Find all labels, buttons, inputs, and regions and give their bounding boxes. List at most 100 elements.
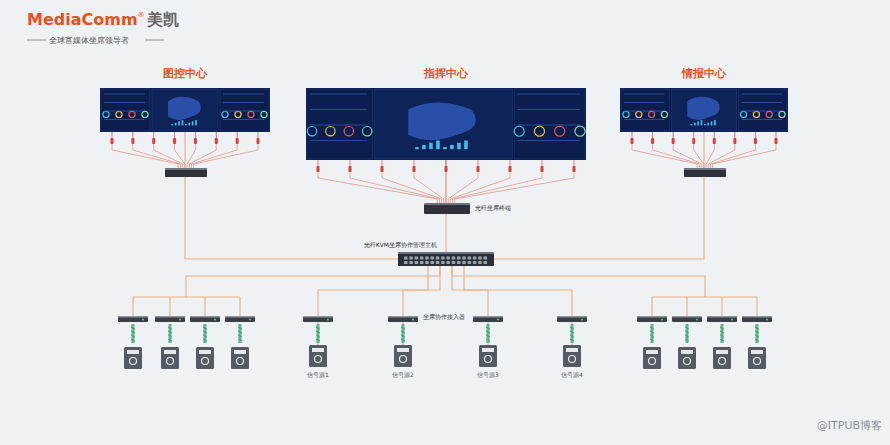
screen-panel [374, 89, 512, 159]
led [696, 319, 698, 321]
gauge [623, 111, 629, 117]
cable-twist [168, 339, 172, 341]
cable-twist [755, 339, 759, 341]
computer [643, 347, 661, 369]
computer-panel [646, 350, 658, 354]
screen-line [517, 94, 580, 95]
screen-art [620, 88, 788, 132]
screen-line [223, 94, 264, 95]
computer [231, 347, 249, 369]
green-cable [317, 324, 320, 343]
cable-twist [238, 331, 242, 333]
fiber-line [194, 144, 258, 168]
signal-source: 信号源4 [550, 345, 594, 380]
cable-twist [401, 331, 405, 333]
cable [153, 132, 154, 138]
access-device [557, 316, 587, 322]
signal-source: 信号源2 [381, 345, 425, 380]
screen-panel [514, 89, 585, 159]
screen-line [742, 119, 782, 120]
screen-panel [152, 89, 218, 131]
red-connector [131, 138, 134, 144]
screen-panel [739, 89, 787, 131]
access-device [155, 316, 185, 322]
fiber-line [708, 144, 735, 168]
computer-panel [234, 350, 246, 354]
green-cable [571, 324, 574, 343]
fiber-line [632, 144, 697, 168]
cable [174, 132, 175, 138]
red-connector [631, 138, 634, 144]
fiber-line [350, 172, 439, 203]
red-connector [445, 166, 448, 172]
screen-line [624, 119, 664, 120]
red-connector [573, 166, 576, 172]
port [425, 257, 429, 260]
bar [182, 120, 184, 125]
cable [755, 132, 756, 138]
fiber-line [133, 144, 181, 168]
computer [161, 347, 179, 369]
fiber-line [673, 144, 702, 168]
cable [112, 132, 113, 138]
port [468, 261, 472, 264]
computer-button [315, 356, 322, 363]
device-label: 光纤KVM坐席协作管理主机 [363, 241, 438, 250]
red-connector [672, 138, 675, 144]
red-connector [733, 138, 736, 144]
bar [171, 124, 173, 125]
screen-line [624, 94, 664, 95]
computer-button [400, 356, 407, 363]
red-connector [152, 138, 155, 144]
bar [701, 120, 703, 125]
computer-body [394, 345, 412, 367]
screen-line [310, 125, 367, 126]
computer-panel [312, 348, 324, 352]
cable [132, 132, 133, 138]
terminal-device [165, 168, 207, 177]
computer-body [563, 345, 581, 367]
bar [188, 123, 190, 126]
screen-panel [671, 89, 736, 131]
screen-line [310, 94, 367, 95]
cable-twist [131, 335, 135, 337]
cable-twist [168, 331, 172, 333]
device-top [684, 168, 726, 170]
map-shape [408, 102, 476, 140]
logo-mark: ® [138, 11, 145, 19]
gauge [514, 126, 524, 136]
device-top [118, 316, 148, 318]
led [661, 319, 663, 321]
cable-twist [720, 335, 724, 337]
cable-twist [685, 327, 689, 329]
port [484, 261, 488, 264]
computer [309, 345, 327, 367]
port [462, 261, 466, 264]
trunk-line [452, 266, 705, 297]
access-device [473, 316, 503, 322]
cable-twist [238, 327, 242, 329]
computer [196, 347, 214, 369]
port [415, 261, 419, 264]
device-label: 光纤坐席终端 [475, 204, 511, 213]
center-heading: 指挥中心 [424, 66, 468, 81]
led [249, 319, 251, 321]
cable [714, 132, 715, 138]
gauge [741, 111, 747, 117]
cable [237, 132, 238, 138]
port [478, 261, 482, 264]
computer [124, 347, 142, 369]
port [436, 261, 440, 264]
computer-button [202, 358, 209, 365]
fiber-line [382, 172, 442, 203]
screen-panel [621, 89, 669, 131]
cable-twist [650, 339, 654, 341]
gauge [103, 111, 109, 117]
screen-line [310, 109, 367, 110]
screen [620, 88, 788, 132]
computer [479, 345, 497, 367]
fiber-line [175, 144, 185, 168]
cable-twist [685, 335, 689, 337]
cable-twist [720, 327, 724, 329]
led [497, 319, 499, 321]
